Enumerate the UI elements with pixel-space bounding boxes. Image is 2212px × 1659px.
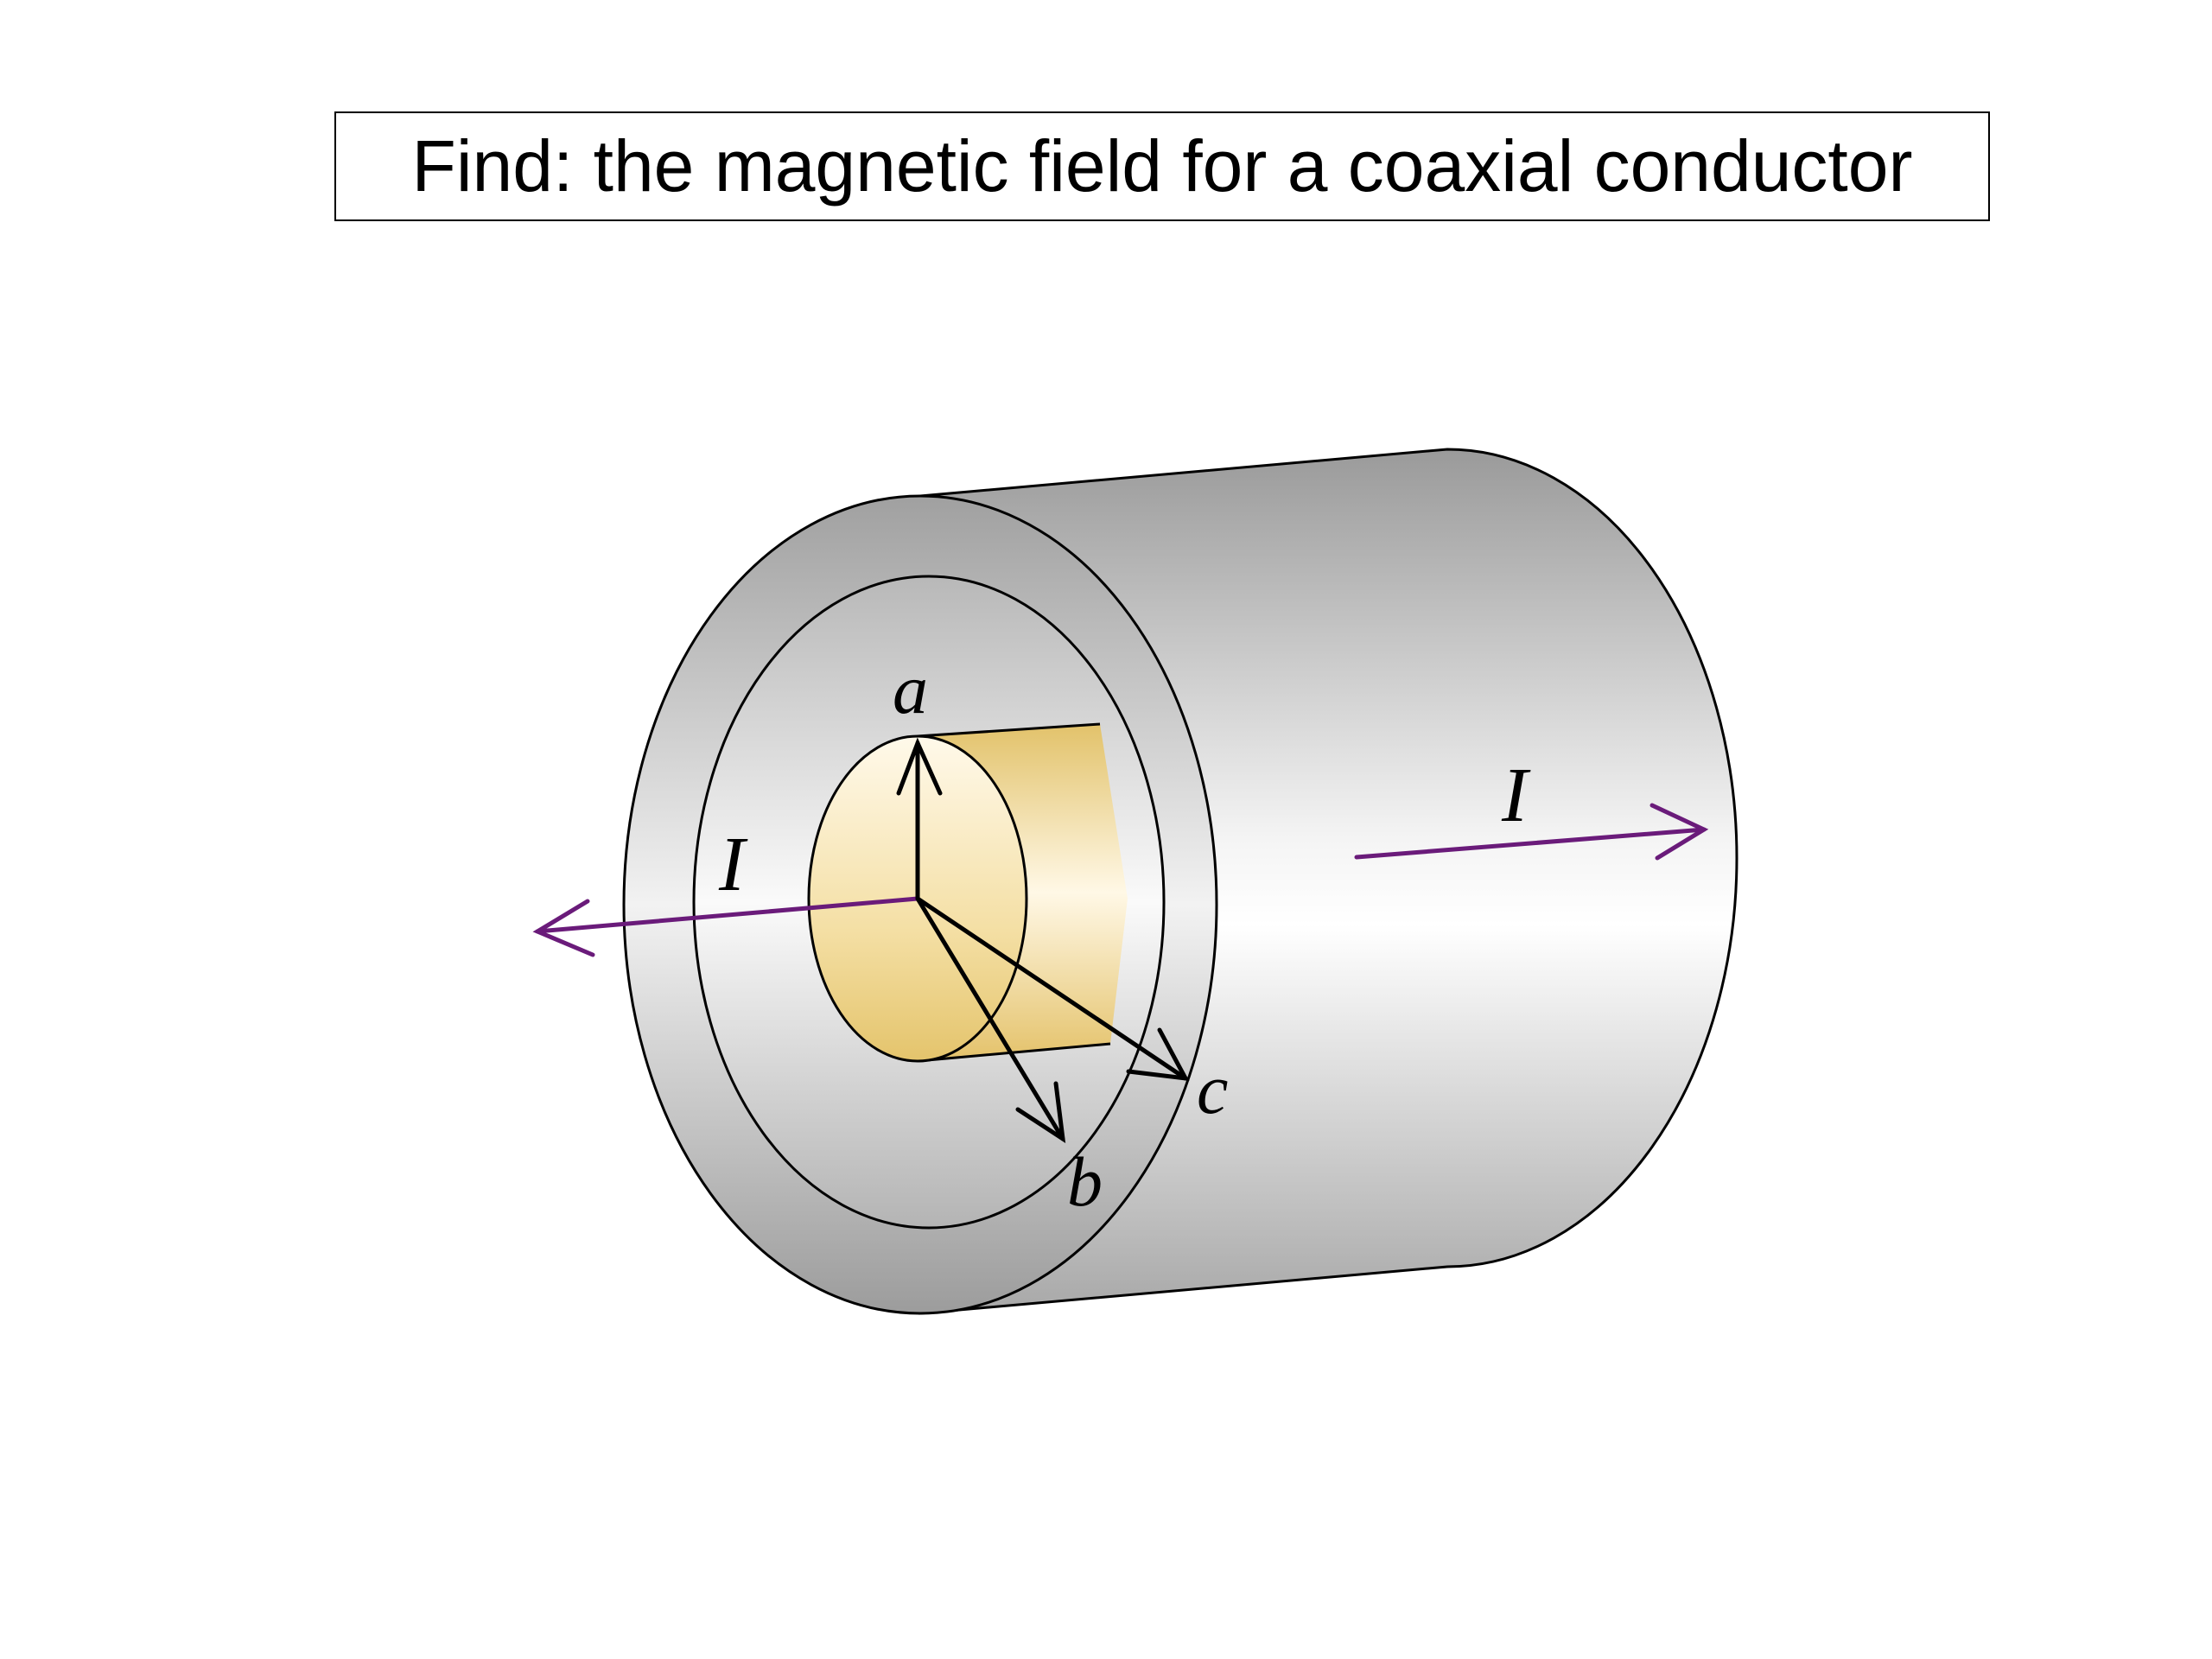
radius-arrow-c	[915, 896, 1190, 1082]
current-arrow-right	[1354, 803, 1709, 861]
title-box: Find: the magnetic field for a coaxial c…	[334, 111, 1990, 221]
label-current-left: I	[718, 822, 748, 907]
inner-conductor-top-edge	[917, 722, 1101, 738]
label-b: b	[1067, 1142, 1103, 1221]
radius-arrow-a	[896, 737, 943, 901]
inner-conductor-bottom-edge	[917, 1042, 1111, 1063]
page-title: Find: the magnetic field for a coaxial c…	[411, 125, 1913, 207]
label-a: a	[893, 650, 928, 728]
label-current-right: I	[1501, 753, 1531, 838]
label-c: c	[1197, 1050, 1228, 1128]
current-arrow-left	[532, 896, 920, 957]
radius-arrow-b	[915, 896, 1066, 1144]
